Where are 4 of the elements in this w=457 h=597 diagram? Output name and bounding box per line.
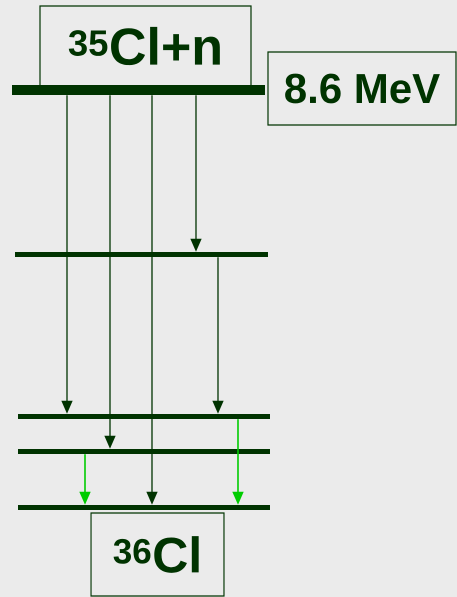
energy-level: [12, 85, 265, 95]
label-box: $^{36}$Cl: [90, 512, 225, 597]
label-box: $^{35}$Cl+n: [39, 5, 252, 87]
label-box: 8.6 MeV: [267, 51, 457, 126]
